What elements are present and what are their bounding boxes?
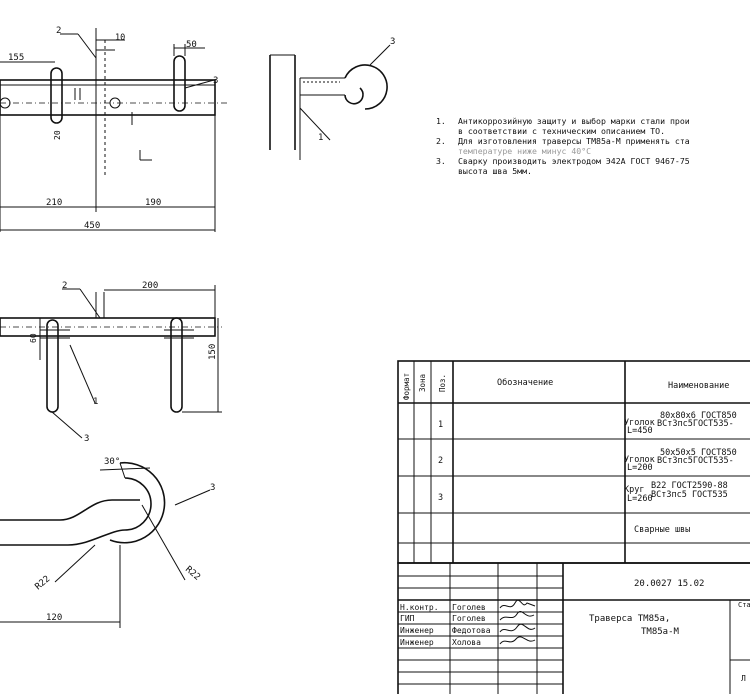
callout-2-top: 2 (56, 26, 61, 36)
signature-1 (499, 599, 536, 609)
header-format: Формат (402, 373, 411, 400)
dim-155: 155 (8, 53, 24, 63)
specification-table: Формат Зона Поз. Обозначение Наименовани… (397, 360, 750, 564)
row2-pos: 2 (438, 456, 443, 466)
row1-name-right-1: 80х80х6 ГОСТ850 (660, 411, 737, 421)
sig-role-3: Инженер (400, 626, 434, 635)
note-1-cont: в соответствии с техническим описанием Т… (436, 126, 750, 136)
dim-50: 50 (186, 40, 197, 50)
row3-name-right-1: В22 ГОСТ2590-88 (651, 481, 728, 491)
dim-r22-left: R22 (34, 574, 53, 592)
doc-number: 20.0027 15.02 (634, 579, 704, 589)
signature-2 (499, 611, 535, 621)
row1-name-right-2: ВСт3пс5ГОСТ535- (657, 419, 734, 429)
top-view: 155 10 50 210 190 450 20 2 3 (0, 26, 230, 232)
note-3-line-2: высота шва 5мм. (458, 166, 532, 176)
row3-name-left-1: Круг (624, 485, 644, 495)
dim-200: 200 (142, 281, 158, 291)
dim-450: 450 (84, 221, 100, 231)
title-block: 20.0027 15.02 Траверса ТМ85а, ТМ85а-М Ст… (397, 562, 750, 694)
front-view: 200 60 150 2 1 3 (0, 281, 222, 444)
dim-210: 210 (46, 198, 62, 208)
callout-2-front: 2 (62, 281, 67, 291)
note-1: 1. Антикоррозийную защиту и выбор марки … (436, 116, 750, 126)
note-3-cont: высота шва 5мм. (436, 166, 750, 176)
header-name: Наименование (668, 381, 729, 391)
dim-150: 150 (208, 344, 218, 360)
dim-60: 60 (29, 333, 38, 343)
sig-role-1: Н.контр. (400, 603, 439, 612)
row1-name-left-2: L=450 (627, 426, 653, 436)
row4-name: Сварные швы (634, 525, 690, 535)
note-3: 3. Сварку производить электродом Э42А ГО… (436, 156, 750, 166)
row3-name-right-2: ВСт3пс5 ГОСТ535 (651, 490, 728, 500)
callout-3-front: 3 (84, 434, 89, 444)
dim-r22-right: R22 (183, 565, 202, 583)
header-designation: Обозначение (497, 377, 553, 388)
dim-120: 120 (46, 613, 62, 623)
row2-name-right-1: 50х50х5 ГОСТ850 (660, 448, 737, 458)
note-3-number: 3. (436, 156, 446, 166)
sig-name-4: Холова (452, 638, 481, 647)
dim-20: 20 (53, 130, 62, 140)
sig-role-2: ГИП (400, 614, 415, 623)
row2-name-left-2: L=200 (627, 463, 653, 473)
sig-name-2: Гоголев (452, 614, 486, 623)
sig-name-3: Федотова (452, 626, 491, 635)
sig-name-1: Гоголев (452, 603, 486, 612)
note-1-line-2: в соответствии с техническим описанием Т… (458, 126, 666, 136)
row3-name-left-2: L=260 (627, 494, 653, 504)
row2-name-right-2: ВСт3пс5ГОСТ535- (657, 456, 734, 466)
row3-pos: 3 (438, 493, 443, 503)
note-2-line-2: температуре ниже минус 40°С (458, 146, 592, 156)
note-2-number: 2. (436, 136, 446, 146)
note-2-cont: температуре ниже минус 40°С (436, 146, 750, 156)
signature-3 (499, 623, 536, 633)
sheet-mark: Л (741, 674, 746, 683)
callout-3-bracket: 3 (210, 483, 215, 493)
note-3-line-1: Сварку производить электродом Э42А ГОСТ … (458, 156, 690, 166)
title-line1: Траверса ТМ85а, (589, 614, 670, 624)
sig-role-4: Инженер (400, 638, 434, 647)
row1-name-left-1: Уголок (624, 418, 655, 428)
callout-3-side: 3 (390, 37, 395, 47)
signature-4 (499, 636, 536, 645)
header-zone: Зона (418, 374, 427, 392)
technical-notes: 1. Антикоррозийную защиту и выбор марки … (436, 116, 750, 176)
dim-190: 190 (145, 198, 161, 208)
note-1-number: 1. (436, 116, 446, 126)
stage-label: Ста (738, 601, 750, 609)
bracket-view: 30° R22 R22 120 3 (0, 457, 215, 628)
side-view: 1 3 (269, 37, 395, 160)
note-2: 2. Для изготовления траверсы ТМ85а-М при… (436, 136, 750, 146)
note-1-line-1: Антикоррозийную защиту и выбор марки ста… (458, 116, 690, 126)
row2-name-left-1: Уголок (624, 455, 655, 465)
dim-30deg: 30° (104, 457, 120, 467)
callout-1-side: 1 (318, 133, 323, 143)
note-2-line-1: Для изготовления траверсы ТМ85а-М примен… (458, 136, 690, 146)
header-pos: Поз. (438, 374, 447, 392)
row1-pos: 1 (438, 420, 443, 430)
callout-3-top: 3 (213, 76, 218, 86)
dim-10: 10 (115, 33, 125, 43)
callout-1-front: 1 (93, 397, 98, 407)
title-line2: ТМ85а-М (641, 627, 680, 637)
